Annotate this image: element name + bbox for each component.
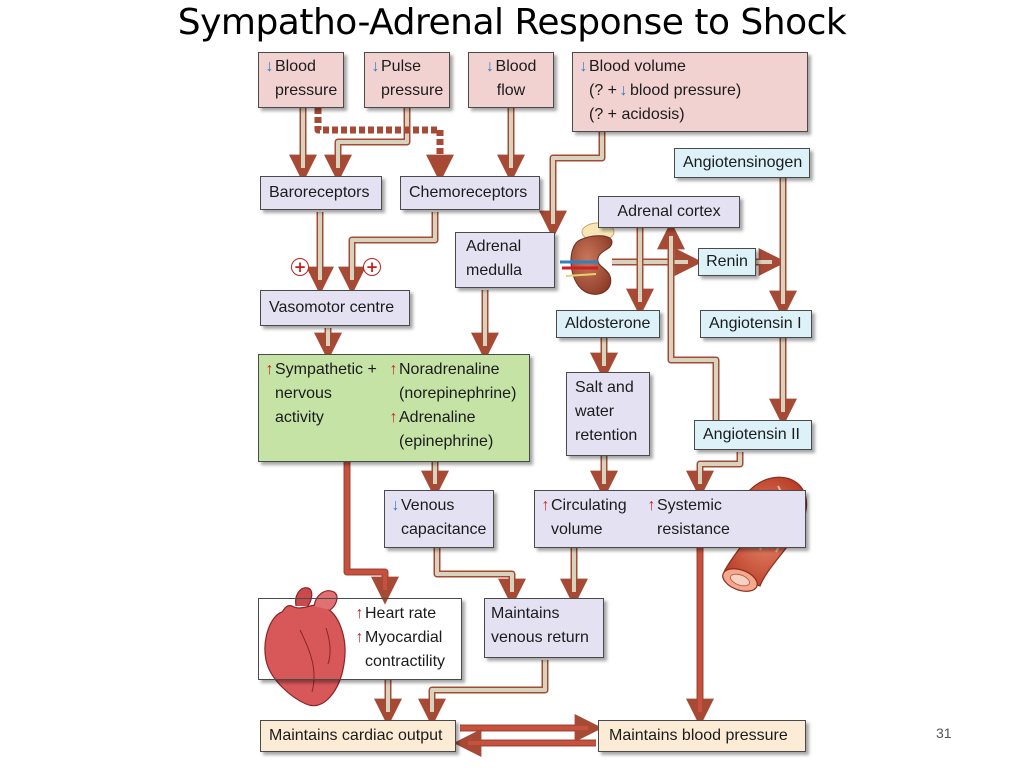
cardiac-output-box: Maintains cardiac output [260, 720, 456, 752]
down-arrow-icon: ↓ [486, 58, 495, 75]
venous-capacitance-box: ↓Venous capacitance [384, 490, 494, 548]
arrow-angiotensin2-to-cortex [657, 221, 720, 420]
up-arrow-icon: ↑ [389, 361, 398, 378]
arrow-return-to-cardiac-output [418, 660, 549, 727]
page-number: 31 [936, 725, 952, 741]
up-arrow-icon: ↑ [265, 361, 274, 378]
heart-icon [264, 587, 346, 707]
arrow-pulse-to-baroreceptors [324, 108, 411, 183]
maintain-blood-pressure-box: Maintains blood pressure [598, 720, 806, 752]
arrow-volume-to-adrenal-medulla [539, 132, 606, 239]
renin-box: Renin [698, 248, 756, 276]
circulating-volume-resistance-box: ↑Circulating volume ↑Systemic resistance [534, 490, 806, 548]
slide-title: Sympatho-Adrenal Response to Shock [177, 2, 847, 43]
adrenal-cortex-box: Adrenal cortex [598, 196, 740, 228]
vasomotor-centre-box: Vasomotor centre [260, 290, 410, 326]
down-arrow-icon: ↓ [265, 58, 274, 75]
angiotensinogen-box: Angiotensinogen [674, 148, 810, 178]
kidney-icon [560, 222, 615, 295]
adrenal-medulla-box: Adrenal medulla [455, 232, 555, 288]
chemoreceptors-box: Chemoreceptors [400, 176, 540, 210]
blood-pressure-box: ↓Blood pressure [258, 52, 344, 108]
aldosterone-box: Aldosterone [556, 310, 660, 338]
stimulus-plus-sign: + [291, 258, 309, 276]
sympathetic-activity-box: ↑Sympathetic + nervous activity ↑Noradre… [258, 354, 530, 462]
down-arrow-icon: ↓ [391, 497, 400, 514]
up-arrow-icon: ↑ [389, 409, 398, 426]
venous-return-box: Maintains venous return [484, 598, 604, 658]
down-arrow-icon: ↓ [619, 82, 628, 99]
up-arrow-icon: ↑ [647, 497, 656, 514]
arrow-sympathetic-to-heart [343, 462, 399, 605]
baroreceptors-box: Baroreceptors [260, 176, 382, 210]
heart-rate-contractility-box: ↑Heart rate ↑Myocardial contractility [258, 598, 462, 680]
angiotensin-2-box: Angiotensin II [694, 420, 812, 450]
down-arrow-icon: ↓ [371, 58, 380, 75]
arrow-venous-to-return [433, 548, 526, 607]
up-arrow-icon: ↑ [355, 629, 364, 646]
arrow-bp-to-chemoreceptors-dashed [314, 108, 454, 183]
up-arrow-icon: ↑ [541, 497, 550, 514]
blood-volume-box: ↓Blood volume (? +↓blood pressure) (? + … [572, 52, 808, 132]
pulse-pressure-box: ↓Pulse pressure [364, 52, 450, 108]
stimulus-plus-sign: + [363, 258, 381, 276]
up-arrow-icon: ↑ [355, 605, 364, 622]
salt-water-retention-box: Salt and water retention [566, 372, 650, 456]
arrow-chemoreceptors-to-vasomotor [338, 212, 439, 295]
blood-flow-box: ↓Blood flow [468, 52, 554, 108]
arrow-angiotensin2-to-resistance [686, 452, 744, 499]
angiotensin-1-box: Angiotensin I [700, 310, 812, 338]
down-arrow-icon: ↓ [579, 58, 588, 75]
